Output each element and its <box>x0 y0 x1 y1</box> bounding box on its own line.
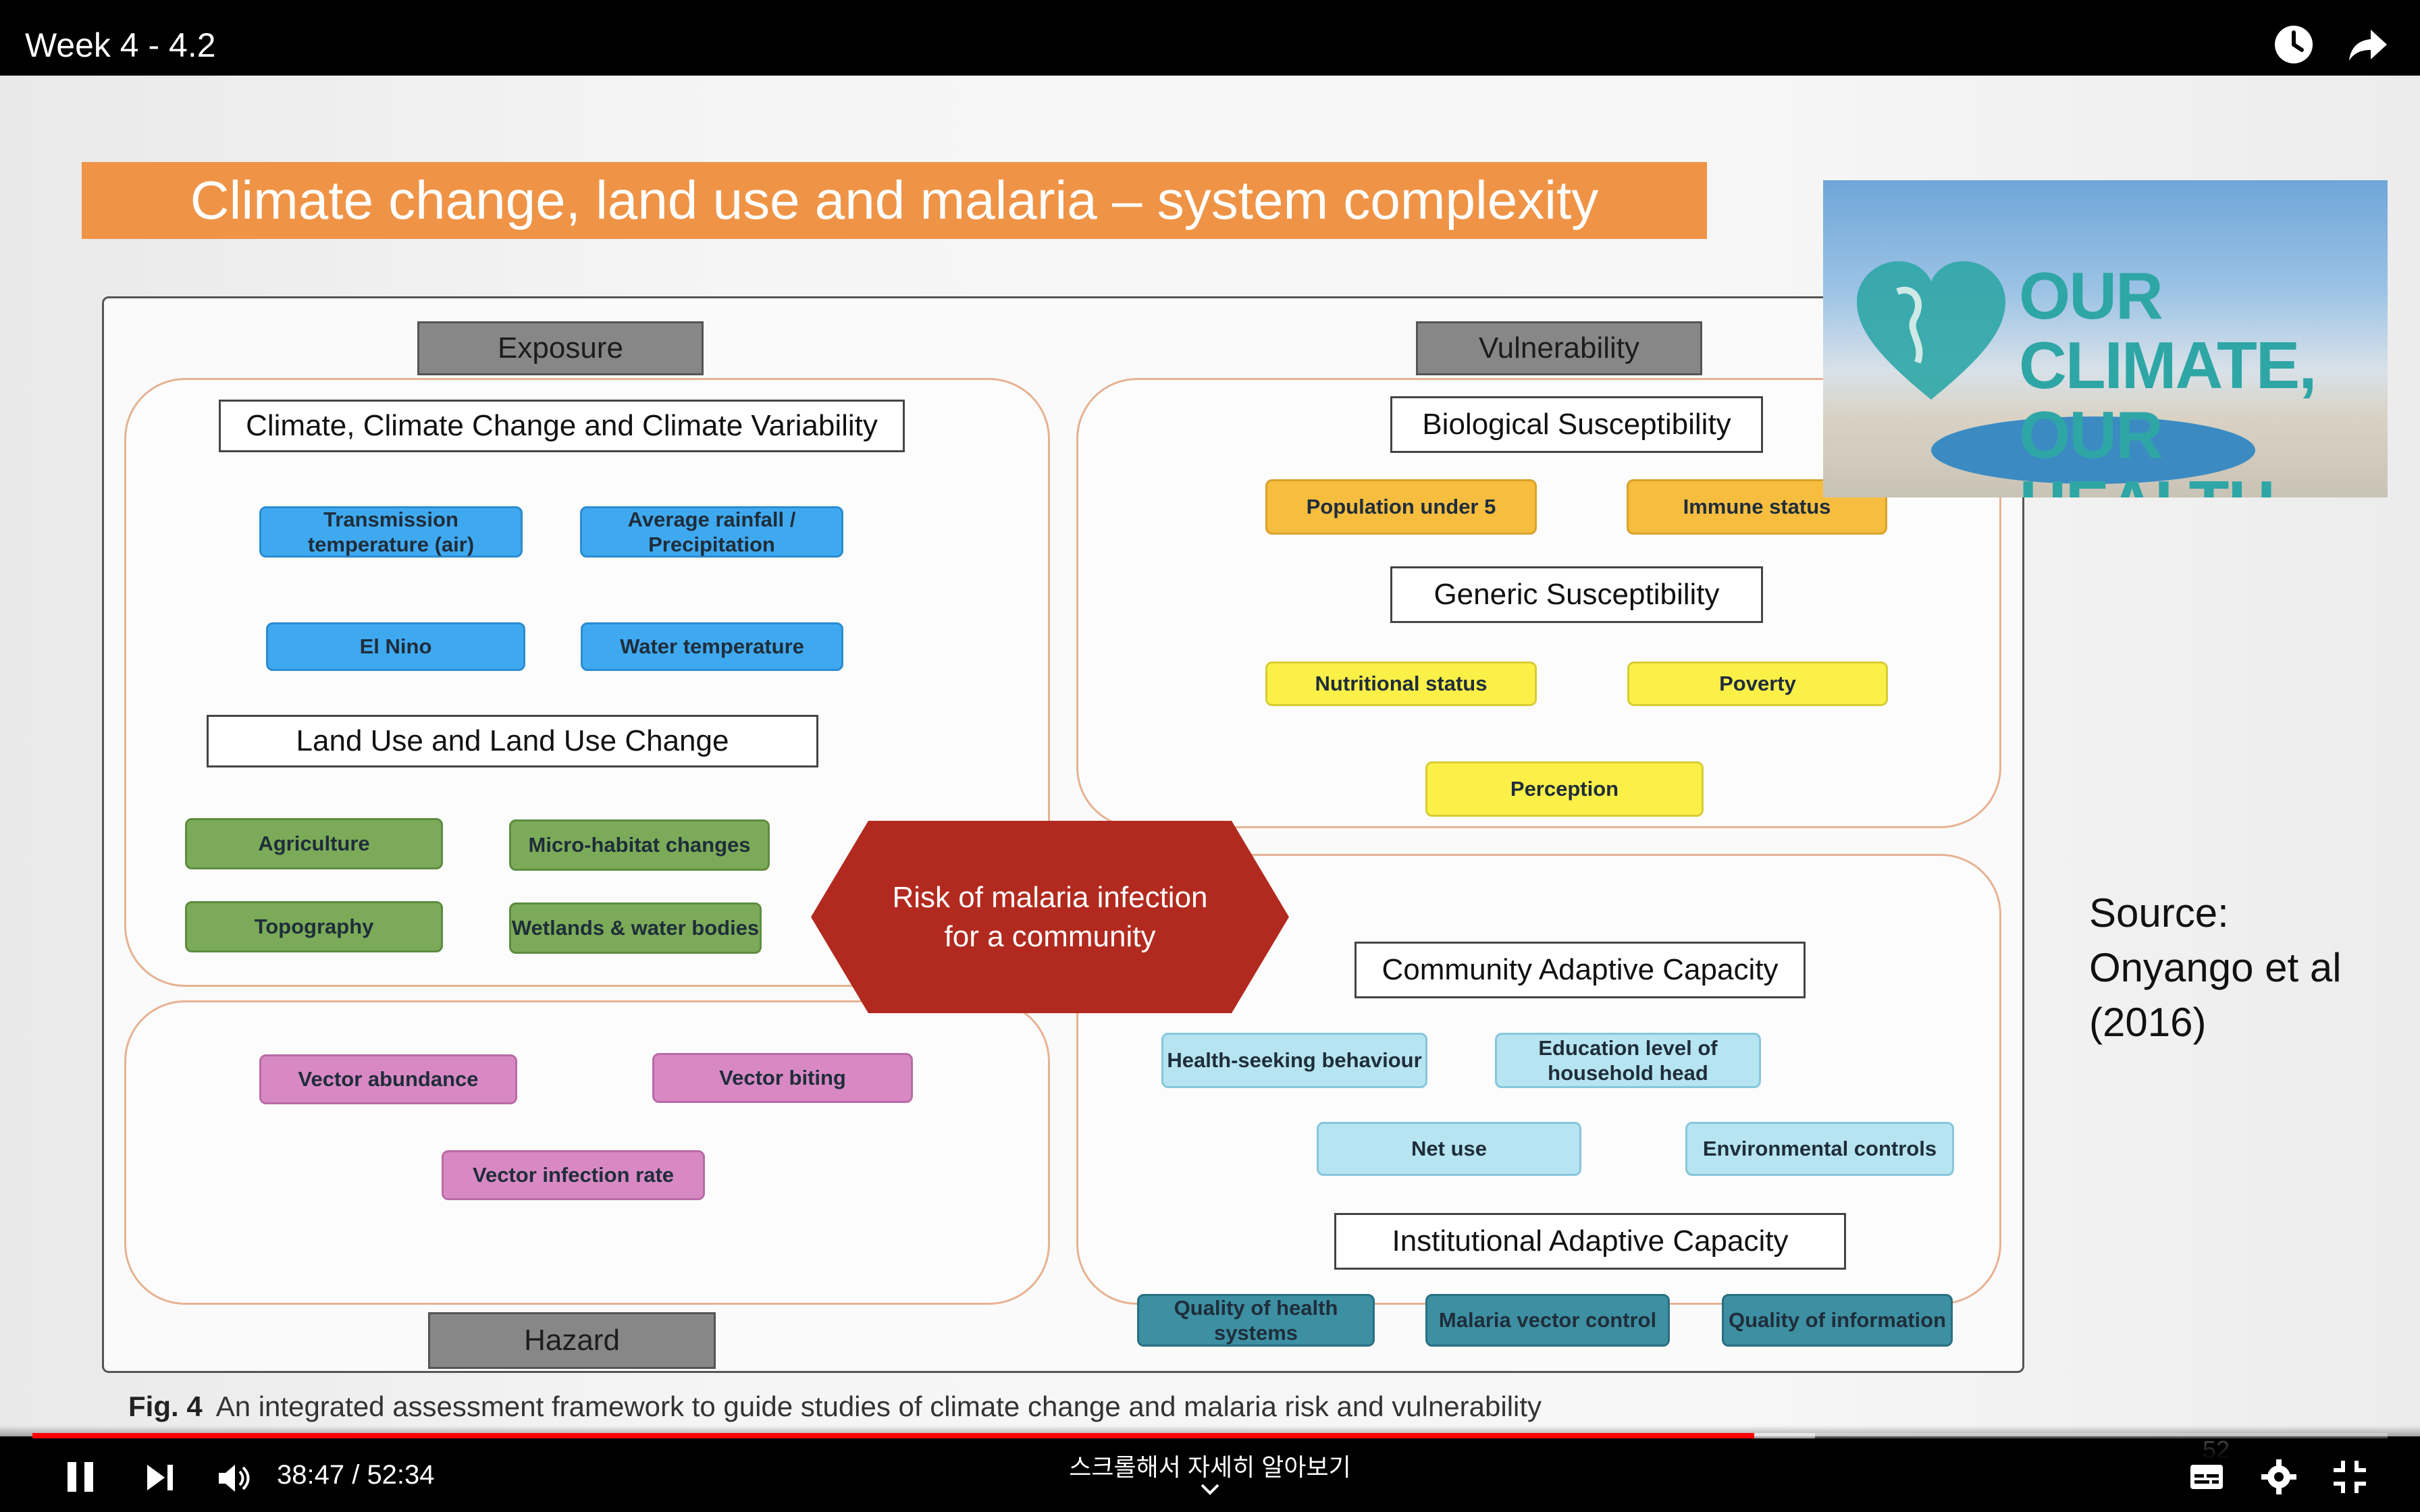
climate-label: Climate, Climate Change and Climate Vari… <box>219 400 905 452</box>
figure-caption: Fig. 4 An integrated assessment framework… <box>128 1390 1542 1423</box>
caption-fig-label: Fig. 4 <box>128 1390 203 1422</box>
progress-buffered <box>1754 1433 1816 1438</box>
institutional-label: Institutional Adaptive Capacity <box>1334 1213 1846 1270</box>
progress-bar[interactable] <box>32 1433 2388 1438</box>
chip-topography: Topography <box>185 901 443 952</box>
volume-icon[interactable] <box>215 1459 253 1501</box>
community-label: Community Adaptive Capacity <box>1354 942 1806 998</box>
chip-vector-biting: Vector biting <box>652 1053 913 1103</box>
center-risk-text: Risk of malaria infection for a communit… <box>892 881 1208 953</box>
chip-vector-infection-rate: Vector infection rate <box>442 1150 705 1200</box>
banner-line-1: OUR CLIMATE, <box>2019 259 2317 402</box>
heart-globe-icon <box>1857 261 2005 400</box>
slide-title: Climate change, land use and malaria – s… <box>190 170 1599 230</box>
chip-poverty: Poverty <box>1627 662 1888 706</box>
slide-title-bar: Climate change, land use and malaria – s… <box>82 162 1707 239</box>
generic-label: Generic Susceptibility <box>1390 566 1763 623</box>
vulnerability-header: Vulnerability <box>1416 321 1702 375</box>
settings-icon[interactable] <box>2259 1457 2299 1501</box>
chip-immune-status: Immune status <box>1627 479 1887 535</box>
chip-agriculture: Agriculture <box>185 818 443 869</box>
banner-line-2: OUR HEALTH. <box>2019 397 2292 497</box>
clock-icon[interactable] <box>2272 23 2315 66</box>
landuse-label: Land Use and Land Use Change <box>207 715 818 767</box>
chip-education-level: Education level of household head <box>1495 1033 1761 1088</box>
chip-nutritional-status: Nutritional status <box>1265 662 1537 706</box>
chip-malaria-vector-control: Malaria vector control <box>1425 1294 1670 1347</box>
chip-net-use: Net use <box>1317 1122 1581 1176</box>
climate-health-banner: OUR CLIMATE, OUR HEALTH. <box>1823 180 2388 497</box>
chip-vector-abundance: Vector abundance <box>259 1054 517 1104</box>
exposure-header: Exposure <box>417 321 704 375</box>
slide-area: Climate change, land use and malaria – s… <box>0 76 2420 1463</box>
chip-transmission-temperature: Transmission temperature (air) <box>259 506 523 558</box>
captions-icon[interactable] <box>2188 1458 2226 1499</box>
figure-frame: Exposure Vulnerability Climate, Climate … <box>102 296 2024 1373</box>
chip-quality-health-systems: Quality of health systems <box>1137 1294 1375 1347</box>
chip-micro-habitat: Micro-habitat changes <box>509 819 770 871</box>
banner-pond-image <box>1931 416 2255 484</box>
scroll-hint[interactable]: 스크롤해서 자세히 알아보기 <box>1069 1453 1351 1481</box>
center-risk-hexagon: Risk of malaria infection for a communit… <box>811 821 1289 1013</box>
video-title[interactable]: Week 4 - 4.2 <box>25 26 216 64</box>
time-display: 38:47 / 52:34 <box>277 1460 435 1490</box>
next-icon[interactable] <box>143 1461 177 1498</box>
chip-quality-information: Quality of information <box>1722 1294 1953 1347</box>
share-icon[interactable] <box>2346 23 2390 66</box>
source-citation: Source: Onyango et al (2016) <box>2089 890 2342 1045</box>
hazard-header: Hazard <box>428 1312 716 1369</box>
chip-population-under-5: Population under 5 <box>1265 479 1537 535</box>
chip-wetlands: Wetlands & water bodies <box>509 902 762 954</box>
chip-environmental-controls: Environmental controls <box>1685 1122 1954 1176</box>
chevron-down-icon[interactable] <box>1198 1480 1222 1500</box>
pause-icon[interactable] <box>62 1458 100 1499</box>
caption-text: An integrated assessment framework to gu… <box>215 1390 1542 1422</box>
player-top-bar: Week 4 - 4.2 <box>0 0 2420 76</box>
chip-el-nino: El Nino <box>266 622 525 671</box>
chip-water-temperature: Water temperature <box>581 622 843 671</box>
banner-text: OUR CLIMATE, OUR HEALTH. <box>2019 261 2388 497</box>
chip-health-seeking: Health-seeking behaviour <box>1161 1033 1427 1088</box>
player-controls <box>0 1426 2420 1512</box>
progress-played <box>32 1433 1754 1438</box>
chip-perception: Perception <box>1425 761 1704 817</box>
chip-average-rainfall: Average rainfall / Precipitation <box>580 506 843 558</box>
exit-fullscreen-icon[interactable] <box>2330 1457 2370 1501</box>
biological-label: Biological Susceptibility <box>1390 396 1763 453</box>
